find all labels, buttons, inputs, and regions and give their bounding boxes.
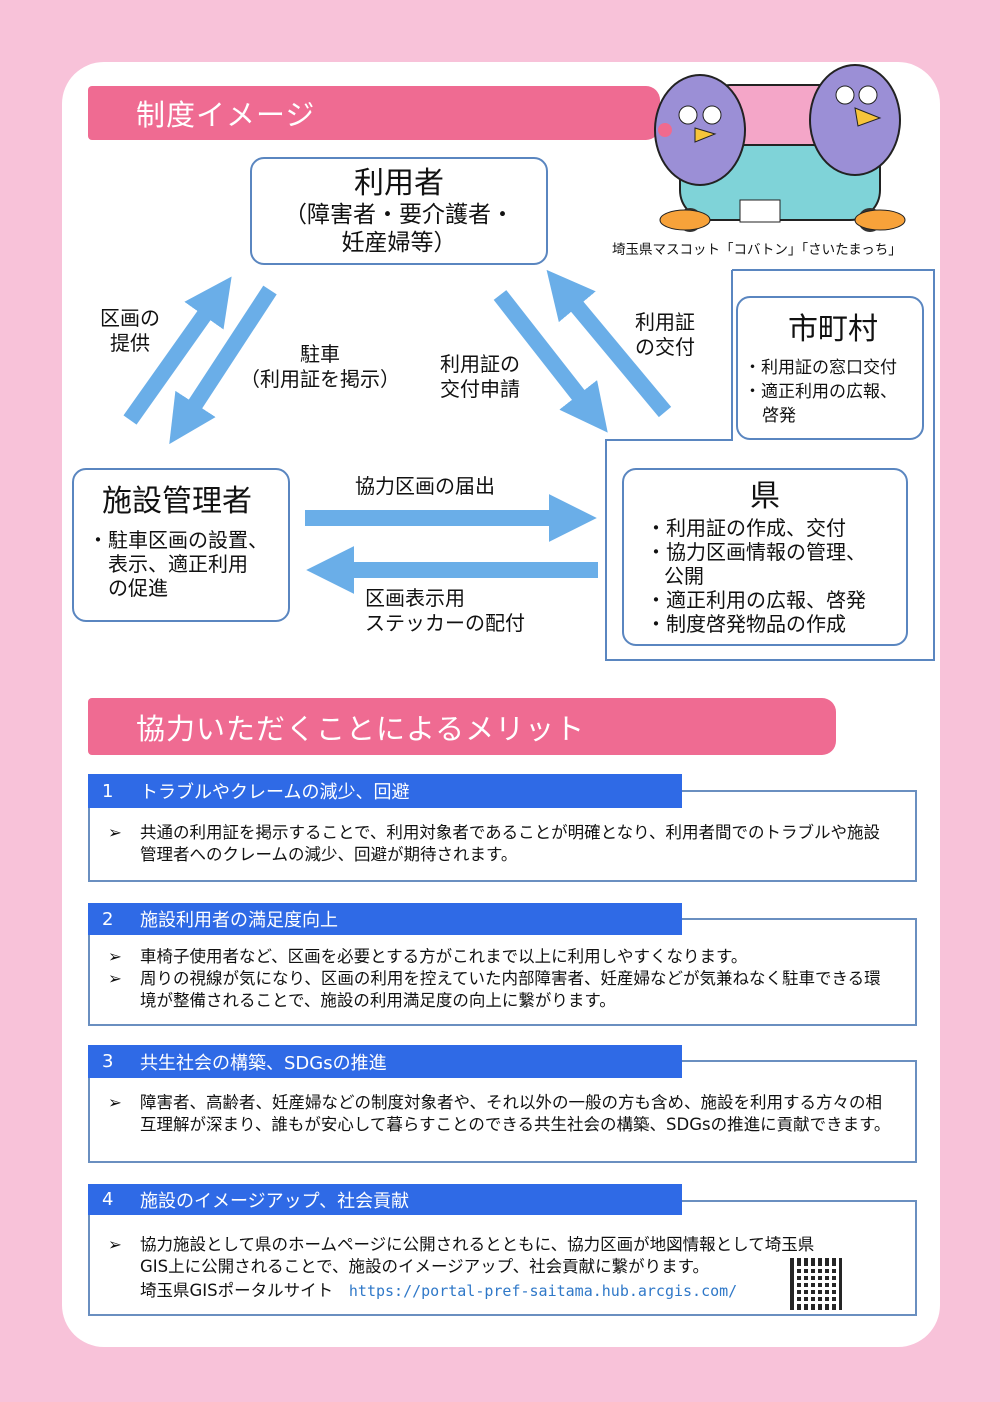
text: 利用証 bbox=[635, 310, 695, 334]
facility-bullet: 表示、適正利用 bbox=[108, 552, 248, 576]
user-title: 利用者 bbox=[354, 166, 444, 201]
prefecture-bullet: ・利用証の作成、交付 bbox=[646, 516, 846, 540]
arrow-issue bbox=[546, 269, 672, 418]
municipality-bullet: ・利用証の窓口交付 bbox=[744, 358, 897, 378]
label-park: 駐車（利用証を掲示） bbox=[240, 342, 400, 392]
user-sub: 妊産婦等） bbox=[341, 230, 457, 256]
qr-code[interactable] bbox=[790, 1258, 842, 1310]
text: ステッカーの配付 bbox=[365, 611, 525, 635]
text: 協力施設として県のホームページに公開されるとともに、協力区画が地図情報として埼玉… bbox=[140, 1235, 815, 1276]
text: 車椅子使用者など、区画を必要とする方がこれまで以上に利用しやすくなります。 bbox=[140, 947, 748, 966]
text: ➢ bbox=[108, 823, 122, 842]
text: ➢ bbox=[108, 1235, 122, 1254]
text: ➢ bbox=[108, 1093, 122, 1112]
text: ➢ bbox=[108, 947, 122, 966]
text: 4 bbox=[102, 1189, 114, 1210]
prefecture-bullet: ・協力区画情報の管理、 bbox=[646, 540, 866, 564]
text: 提供 bbox=[110, 331, 150, 355]
prefecture-box: 県 ・利用証の作成、交付 ・協力区画情報の管理、 公開 ・適正利用の広報、啓発 … bbox=[622, 468, 908, 646]
label-apply: 利用証の交付申請 bbox=[440, 352, 520, 402]
prefecture-bullet: ・制度啓発物品の作成 bbox=[646, 612, 846, 636]
text: 周りの視線が気になり、区画の利用を控えていた内部障害者、妊産婦などが気兼ねなく駐… bbox=[140, 969, 881, 1010]
arrow-apply bbox=[493, 290, 608, 433]
municipality-title: 市町村 bbox=[788, 312, 878, 347]
section-title: 制度イメージ bbox=[136, 98, 316, 132]
text: トラブルやクレームの減少、回避 bbox=[140, 782, 410, 803]
merit-body-2: ➢ 車椅子使用者など、区画を必要とする方がこれまで以上に利用しやすくなります。 ➢… bbox=[88, 918, 917, 1026]
facility-title: 施設管理者 bbox=[102, 484, 252, 519]
merit-header-4: 4 施設のイメージアップ、社会貢献 bbox=[88, 1184, 682, 1215]
facility-box: 施設管理者 ・駐車区画の設置、 表示、適正利用 の促進 bbox=[72, 468, 290, 622]
prefecture-title: 県 bbox=[750, 479, 780, 514]
merit-header-1: 1 トラブルやクレームの減少、回避 bbox=[88, 774, 682, 808]
text: 3 bbox=[102, 1051, 114, 1072]
flow-arrows bbox=[123, 269, 935, 661]
text: ➢ bbox=[108, 969, 122, 988]
text: 区画表示用 bbox=[365, 586, 465, 610]
label-sticker: 区画表示用ステッカーの配付 bbox=[365, 586, 525, 636]
text: 1 bbox=[102, 780, 114, 802]
label-issue: 利用証の交付 bbox=[635, 310, 695, 360]
municipality-bullet: ・適正利用の広報、 bbox=[744, 382, 897, 402]
facility-bullet: ・駐車区画の設置、 bbox=[88, 528, 268, 552]
text: 区画の bbox=[100, 306, 160, 330]
municipality-box: 市町村 ・利用証の窓口交付 ・適正利用の広報、 啓発 bbox=[736, 296, 924, 440]
merit-header-2: 2 施設利用者の満足度向上 bbox=[88, 903, 682, 935]
text: 交付申請 bbox=[440, 377, 520, 401]
user-sub: （障害者・要介護者・ bbox=[284, 202, 514, 228]
text: 施設のイメージアップ、社会貢献 bbox=[140, 1190, 410, 1212]
user-box: 利用者 （障害者・要介護者・ 妊産婦等） bbox=[250, 157, 548, 265]
facility-bullet: の促進 bbox=[108, 576, 168, 600]
prefecture-region-outline bbox=[605, 269, 935, 661]
prefecture-bullet: ・適正利用の広報、啓発 bbox=[646, 588, 866, 612]
section-header-scheme: 制度イメージ bbox=[88, 86, 660, 140]
text: （利用証を掲示） bbox=[240, 367, 400, 391]
text: 駐車 bbox=[300, 342, 340, 366]
arrow-park bbox=[169, 285, 277, 445]
text: 2 bbox=[102, 908, 114, 930]
text: 共通の利用証を掲示することで、利用対象者であることが明確となり、利用者間でのトラ… bbox=[140, 823, 881, 864]
merit-body-4: ➢ 協力施設として県のホームページに公開されるとともに、協力区画が地図情報として埼… bbox=[88, 1200, 917, 1316]
municipality-bullet: 啓発 bbox=[762, 406, 796, 426]
label-notify: 協力区画の届出 bbox=[355, 474, 495, 498]
label-provide: 区画の提供 bbox=[100, 306, 160, 356]
section-title: 協力いただくことによるメリット bbox=[136, 711, 586, 746]
gis-portal-link[interactable]: https://portal-pref-saitama.hub.arcgis.c… bbox=[348, 1282, 738, 1300]
text: 施設利用者の満足度向上 bbox=[140, 910, 338, 931]
gis-portal-label: 埼玉県GISポータルサイト bbox=[140, 1281, 334, 1300]
mascot-illustration bbox=[654, 64, 906, 232]
text: 利用証の bbox=[440, 352, 520, 376]
mascot-caption: 埼玉県マスコット「コバトン」「さいたまっち」 bbox=[612, 242, 902, 258]
arrow-provide bbox=[123, 276, 232, 425]
text: の交付 bbox=[635, 335, 695, 359]
prefecture-bullet: 公開 bbox=[664, 564, 704, 588]
section-header-merits: 協力いただくことによるメリット bbox=[88, 698, 836, 755]
merit-header-3: 3 共生社会の構築、SDGsの推進 bbox=[88, 1045, 682, 1078]
text: 障害者、高齢者、妊産婦などの制度対象者や、それ以外の一般の方も含め、施設を利用す… bbox=[140, 1093, 891, 1134]
text: 共生社会の構築、SDGsの推進 bbox=[140, 1052, 387, 1074]
